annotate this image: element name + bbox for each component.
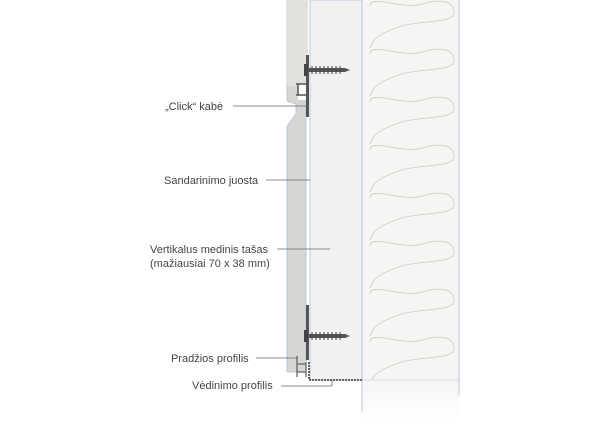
label-click-clip: „Click“ kabė [165, 101, 223, 113]
screw-bottom-icon [304, 330, 350, 342]
starter-profile [296, 356, 307, 377]
label-sealing-tape: Sandarinimo juosta [164, 175, 259, 187]
insulation [361, 0, 460, 420]
label-batten-line2: (mažiausiai 70 x 38 mm) [150, 258, 270, 270]
leader-lines [233, 105, 333, 387]
screw-top-icon [304, 64, 350, 76]
facade-panel [286, 0, 308, 373]
wooden-batten [309, 0, 363, 381]
label-batten-line1: Vertikalus medinis tašas [150, 244, 268, 256]
vent-profile [308, 362, 362, 381]
click-clip [296, 55, 309, 117]
label-starter-profile: Pradžios profilis [171, 353, 249, 365]
label-vent-profile: Vėdinimo profilis [192, 380, 273, 392]
